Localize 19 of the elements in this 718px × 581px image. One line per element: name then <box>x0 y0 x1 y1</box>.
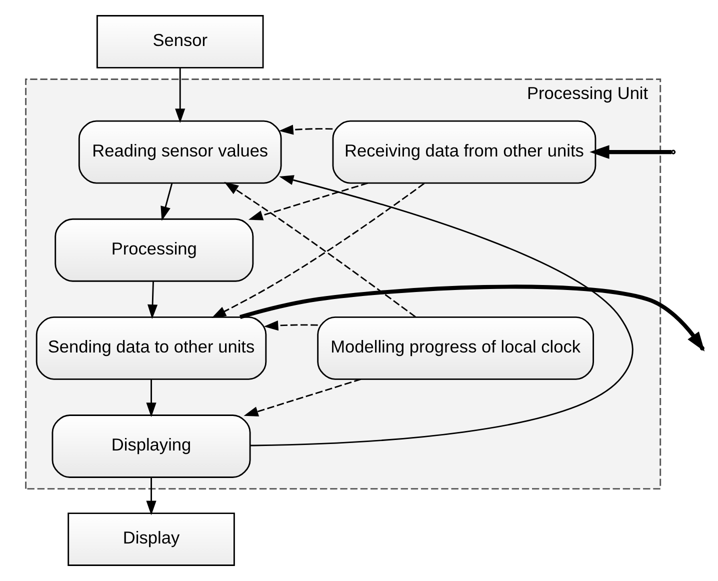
node-box: Display <box>68 512 235 566</box>
node-box: Processing <box>54 218 254 282</box>
arrow <box>248 182 368 220</box>
arrow <box>146 478 156 516</box>
arrow <box>244 378 362 416</box>
node-box: Receiving data from other units <box>332 120 596 184</box>
node-box: Displaying <box>52 414 251 478</box>
node-box: Sensor <box>96 15 264 68</box>
arrow <box>160 182 173 221</box>
arrow <box>250 175 634 446</box>
arrow <box>146 379 156 418</box>
node-box: Modelling progress of local clock <box>317 316 594 380</box>
node-box: Sending data to other units <box>36 316 267 380</box>
node-box: Reading sensor values <box>78 120 282 184</box>
arrow <box>264 320 318 331</box>
arrow <box>590 145 672 159</box>
arrow <box>175 68 186 124</box>
arrow <box>278 124 333 135</box>
arrow <box>148 281 158 320</box>
